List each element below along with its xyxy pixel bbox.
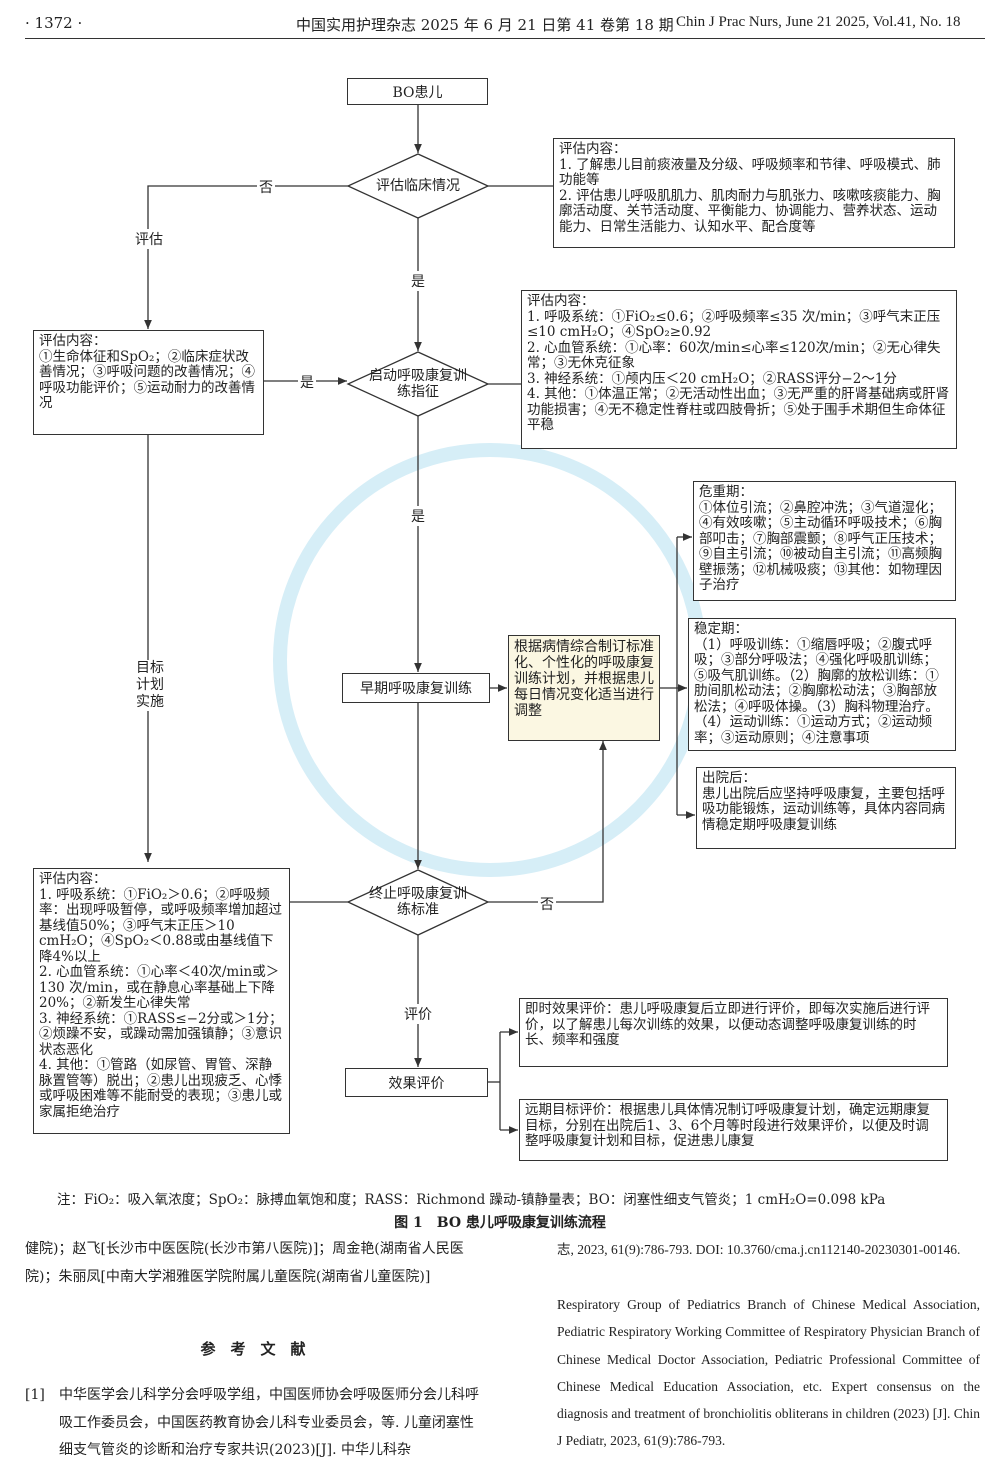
immediate-eval-box: 即时效果评价：患儿呼吸康复后立即进行评价，即每次实施后进行评价，以了解患儿每次训… [519, 998, 948, 1067]
early-rehab-node: 早期呼吸康复训练 [342, 673, 490, 703]
affiliations: 健院)；赵飞[长沙市中医医院(长沙市第八医院)]；周金艳(湖南省人民医院)；朱丽… [25, 1241, 464, 1285]
reference-1-continued: 志, 2023, 61(9):786-793. DOI: 10.3760/cma… [557, 1242, 961, 1257]
label-yes-down: 是 [409, 506, 427, 526]
start-node: BO患儿 [347, 78, 488, 105]
plan-box: 根据病情综合制订标准化、个性化的呼吸康复训练计划，并根据患儿每日情况变化适当进行… [508, 635, 660, 741]
label-goal-plan: 目标计划实施 [131, 660, 169, 711]
reassessment-box: 评估内容：①生命体征和SpO₂；②临床症状改善情况；③呼吸问题的改善情况；④呼吸… [33, 330, 264, 435]
label-assess: 评估 [133, 229, 165, 249]
decision-stop-criteria: 终止呼吸康复训练标准 [369, 886, 467, 918]
label-yes: 是 [409, 271, 427, 291]
stop-criteria-box: 评估内容：1. 呼吸系统：①FiO₂＞0.6；②呼吸频率：出现呼吸暂停，或呼吸频… [33, 868, 290, 1134]
label-no: 否 [257, 177, 275, 197]
discharge-box: 出院后：患儿出院后应坚持呼吸康复，主要包括呼吸功能锻炼，运动训练等，具体内容同病… [696, 767, 956, 849]
critical-phase-box: 危重期：①体位引流；②鼻腔冲洗；③气道湿化；④有效咳嗽；⑤主动循环呼吸技术；⑥胸… [693, 481, 956, 601]
page-number: · 1372 · [25, 14, 83, 32]
flowchart-connectors [144, 104, 707, 1134]
figure-caption: 图 1 BO 患儿呼吸康复训练流程 [394, 1215, 606, 1231]
stable-phase-box: 稳定期：（1）呼吸训练：①缩唇呼吸；②腹式呼吸；③部分呼吸法；④强化呼吸肌训练；… [688, 618, 956, 751]
ref-number: [1] [25, 1387, 45, 1403]
decision-start-indication: 启动呼吸康复训练指征 [369, 368, 467, 400]
decision-assess-clinical: 评估临床情况 [376, 178, 460, 194]
label-evaluate: 评价 [402, 1004, 434, 1024]
label-no-stop: 否 [538, 894, 556, 914]
reference-1: 中华医学会儿科学分会呼吸学组，中国医师协会呼吸医师分会儿科呼吸工作委员会，中国医… [59, 1387, 479, 1458]
header-rule [25, 38, 985, 39]
longterm-eval-box: 远期目标评价：根据患儿具体情况制订呼吸康复计划，确定远期康复目标，分别在出院后1… [519, 1099, 948, 1161]
references-heading: 参 考 文 献 [200, 1340, 306, 1358]
journal-title-en: Chin J Prac Nurs, June 21 2025, Vol.41, … [676, 14, 961, 30]
effect-eval-node: 效果评价 [345, 1068, 488, 1097]
figure-note: 注：FiO₂：吸入氧浓度；SpO₂：脉搏血氧饱和度；RASS：Richmond … [57, 1192, 886, 1208]
indication-criteria-box: 评估内容：1. 呼吸系统：①FiO₂≤0.6；②呼吸频率≤35 次/min；③呼… [521, 290, 957, 449]
journal-title-cn: 中国实用护理杂志 2025 年 6 月 21 日第 41 卷第 18 期 [296, 16, 674, 34]
label-yes-left: 是 [298, 372, 316, 392]
reference-1-english: Respiratory Group of Pediatrics Branch o… [557, 1297, 980, 1449]
